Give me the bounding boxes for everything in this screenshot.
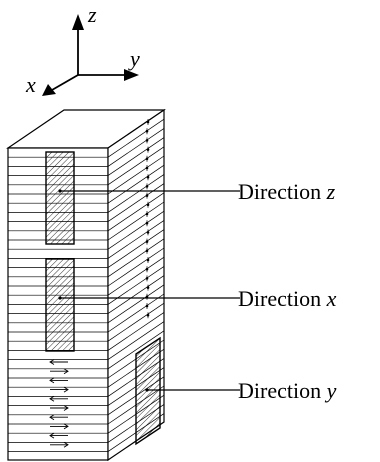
side-layer-line: [107, 210, 165, 250]
fiber-arrow-head: [63, 386, 69, 393]
side-layer-line: [107, 164, 165, 204]
z-axis-label: z: [87, 2, 97, 27]
fiber-end-dots: [145, 119, 150, 319]
side-layer-line: [107, 220, 165, 259]
side-layer-line: [107, 321, 165, 360]
leader-dot-x: [58, 296, 62, 300]
side-layer-line: [107, 201, 165, 241]
side-layer-line: [107, 302, 165, 342]
fiber-arrow-head: [49, 395, 55, 402]
label-direction-z: Direction z: [238, 179, 336, 204]
side-layer-line: [107, 174, 165, 213]
side-layer-line: [107, 275, 165, 314]
leader-lines: [60, 190, 240, 391]
fiber-arrows: [49, 359, 69, 448]
side-layer-line: [107, 155, 165, 195]
label-direction-y: Direction y: [238, 378, 337, 403]
fiber-arrow-head: [63, 423, 69, 430]
side-layer-line: [107, 284, 165, 324]
side-layer-line: [107, 330, 165, 370]
x-axis-arrowhead: [42, 84, 56, 96]
x-axis-line: [51, 74, 79, 91]
leader-dot-z: [58, 189, 62, 193]
leader-dot-y: [145, 388, 149, 392]
side-layer-line: [107, 128, 165, 167]
side-layer-line: [107, 247, 165, 287]
fiber-arrow-head: [63, 405, 69, 411]
y-axis-label: y: [128, 46, 140, 71]
label-direction-x: Direction x: [238, 286, 337, 311]
side-layer-line: [107, 256, 165, 296]
side-layer-line: [107, 229, 165, 268]
y-axis-arrowhead: [124, 69, 139, 81]
side-layer-line: [107, 238, 165, 278]
fiber-arrow-head: [49, 377, 55, 384]
side-layer-line: [107, 183, 165, 222]
side-layer-line: [107, 146, 165, 186]
side-layer-line: [107, 293, 165, 333]
side-layer-line: [107, 118, 165, 158]
x-axis-label: x: [25, 72, 36, 97]
fiber-arrow-head: [63, 368, 69, 375]
fiber-arrow-head: [63, 441, 69, 448]
z-axis-arrowhead: [72, 14, 84, 30]
fiber-arrow-head: [49, 414, 55, 421]
specimen-x: [45, 258, 75, 352]
fiber-arrow-head: [49, 432, 55, 439]
side-layer-line: [107, 312, 165, 351]
side-layer-line: [107, 137, 165, 176]
side-layer-line: [107, 192, 165, 232]
fiber-arrow-head: [49, 359, 55, 365]
specimen-z: [45, 151, 75, 245]
coordinate-axes: [42, 14, 139, 96]
